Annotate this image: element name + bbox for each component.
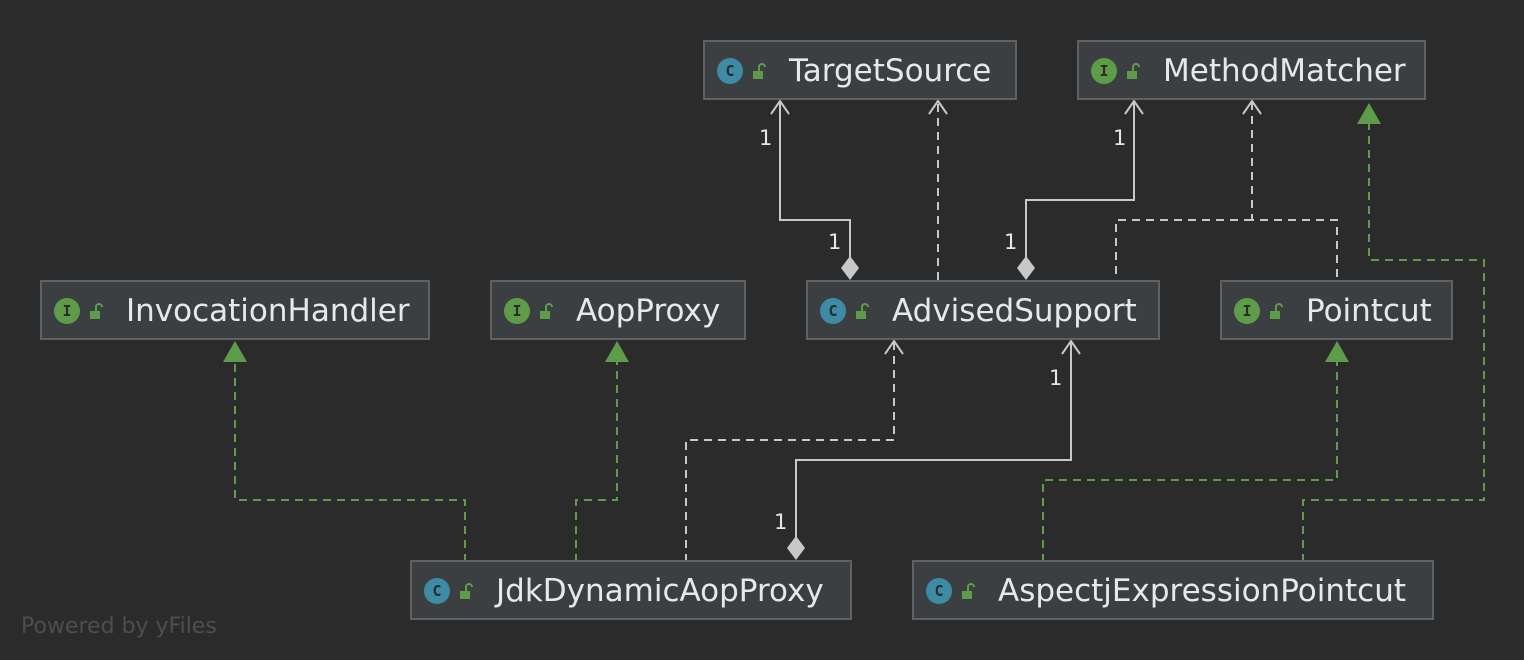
diamond-advisedsupport-targetsource [841,256,859,280]
edge-advisedsupport-methodmatcher-composition [1025,102,1135,257]
node-aspectjexpressionpointcut[interactable]: C AspectjExpressionPointcut [912,560,1434,620]
unlocked-padlock-icon [962,583,975,599]
edge-advisedsupport-targetsource-composition [779,102,851,257]
multiplicity-label: 1 [1049,366,1063,390]
unlocked-padlock-icon [540,303,553,319]
multiplicity-label: 1 [1004,230,1018,254]
interface-name: InvocationHandler [126,293,410,329]
arrowhead-invocationhandler-realization [223,341,247,362]
node-aopproxy[interactable]: I AopProxy [490,280,746,340]
interface-name: MethodMatcher [1163,53,1406,89]
arrowhead-advisedsupport-dependency [884,339,904,355]
class-badge-icon: C [926,578,952,604]
unlocked-padlock-icon [460,583,473,599]
arrowhead-targetsource-dependency [928,99,948,115]
arrowhead-methodmatcher-realization [1357,103,1381,124]
class-name: AspectjExpressionPointcut [998,573,1407,609]
class-name: JdkDynamicAopProxy [496,573,824,609]
arrowhead-advisedsupport-open [1061,339,1081,355]
interface-badge-icon: I [1091,58,1117,84]
interface-name: AopProxy [576,293,721,329]
unlocked-padlock-icon [90,303,103,319]
multiplicity-label: 1 [828,230,842,254]
arrowhead-methodmatcher-dependency [1242,99,1262,115]
node-targetsource[interactable]: C TargetSource [703,40,1017,100]
arrowhead-methodmatcher-open [1124,99,1144,115]
edge-jdk-advisedsupport-composition [795,342,1072,537]
interface-badge-icon: I [504,298,530,324]
multiplicity-label: 1 [1113,126,1127,150]
arrowhead-aopproxy-realization [605,341,629,362]
diamond-advisedsupport-methodmatcher [1017,256,1035,280]
class-name: TargetSource [789,53,992,89]
multiplicity-label: 1 [759,126,773,150]
node-pointcut[interactable]: I Pointcut [1220,280,1453,340]
interface-badge-icon: I [1234,298,1260,324]
interface-badge-icon: I [54,298,80,324]
edge-jdk-advisedsupport-dependency [685,342,895,562]
unlocked-padlock-icon [1127,63,1140,79]
diamond-jdk-advisedsupport [787,536,805,560]
watermark-text: Powered by yFiles [21,614,217,639]
class-name: AdvisedSupport [892,293,1137,329]
edge-aspectj-methodmatcher-realization [1302,124,1485,562]
unlocked-padlock-icon [1270,303,1283,319]
edge-jdk-aopproxy-realization [575,362,618,562]
interface-name: Pointcut [1306,293,1432,329]
edge-pointcut-methodmatcher-dependency [1251,102,1338,282]
edge-advisedsupport-methodmatcher-dependency [1115,219,1252,282]
node-jdkdynamicaopproxy[interactable]: C JdkDynamicAopProxy [410,560,852,620]
class-badge-icon: C [424,578,450,604]
arrowhead-pointcut-realization [1325,341,1349,362]
unlocked-padlock-icon [856,303,869,319]
edge-aspectj-pointcut-realization [1042,362,1338,562]
node-advisedsupport[interactable]: C AdvisedSupport [806,280,1160,340]
class-badge-icon: C [820,298,846,324]
unlocked-padlock-icon [753,63,766,79]
edge-jdk-invocationhandler-realization [234,362,466,562]
node-invocationhandler[interactable]: I InvocationHandler [40,280,430,340]
arrowhead-targetsource-open [770,99,790,115]
node-methodmatcher[interactable]: I MethodMatcher [1077,40,1426,100]
class-badge-icon: C [717,58,743,84]
multiplicity-label: 1 [774,510,788,534]
